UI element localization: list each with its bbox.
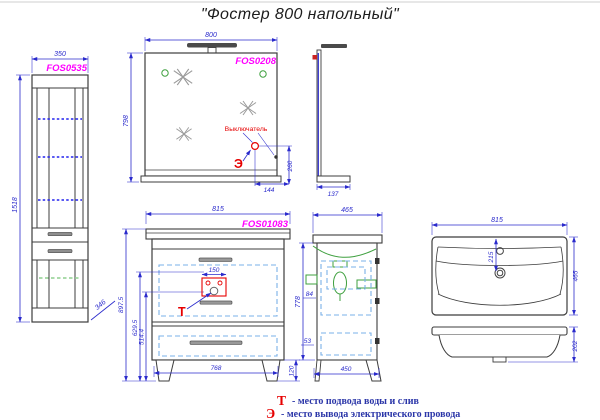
vanity-width-dim: 815	[212, 206, 224, 213]
mirror-height-dim: 798	[123, 115, 130, 127]
mirror-front-view: 800 FOS0208 798 Выключатель Э 260 144	[123, 32, 294, 194]
sink-depth-dim: 465	[573, 270, 580, 281]
vanity-front-view: 815 FOS01083 150 Т 768 120	[118, 206, 300, 382]
switch-label: Выключатель	[225, 126, 268, 133]
water-inlet-hole	[217, 280, 223, 286]
mirror-width-dim: 800	[205, 32, 217, 39]
vanity-drawer-handle	[189, 340, 243, 345]
hinge-mark	[375, 338, 380, 344]
drain-hole-outer	[494, 267, 506, 279]
sink-height-dim: 202	[572, 340, 579, 352]
drain-hole-inner	[496, 269, 504, 277]
cutout-width-dim: 150	[209, 267, 220, 274]
vanity-leg	[155, 359, 175, 382]
lamp-bracket	[207, 47, 217, 54]
drain-stub	[492, 356, 507, 363]
side-dim-b: 53	[304, 338, 312, 345]
height-to-top-dim: 897.5	[118, 296, 125, 313]
cabinet-front-view: 350 1518 346 FOS0535	[12, 51, 116, 323]
cabinet-part-number: FOS0535	[46, 63, 87, 74]
mirror-shelf-side	[316, 175, 351, 183]
vanity-side-view: 465 84 53 778 450	[295, 207, 383, 382]
siphon-plate	[199, 300, 233, 305]
electric-mark: Э	[234, 157, 243, 171]
side-countertop	[312, 234, 383, 244]
inlet-height-dim: 629.5	[132, 319, 139, 336]
side-height-dim: 778	[295, 296, 302, 308]
legend-water-text: - место подвода воды и слив	[292, 396, 420, 407]
mirror-lamp	[187, 43, 237, 48]
mirror-part-number: FOS0208	[235, 56, 276, 67]
vanity-leg	[261, 359, 281, 382]
vanity-countertop	[145, 228, 291, 240]
legend: Т - место подвода воды и слив Э - место …	[266, 393, 460, 420]
sink-bowl-profile	[312, 245, 377, 258]
base-width-dim: 768	[211, 365, 222, 372]
mirror-shelf	[140, 175, 282, 183]
mirror-depth-dim: 137	[328, 191, 339, 198]
mount-hole	[259, 70, 267, 78]
sink-top-view: 815 215 465	[431, 217, 580, 316]
sink-front-view: 202	[431, 326, 579, 363]
sink-width-dim: 815	[491, 217, 503, 224]
hinge-mark	[375, 298, 380, 304]
page-title: "Фостер 800 напольный"	[201, 6, 400, 23]
drain-hole	[209, 286, 219, 296]
mirror-glass	[144, 52, 278, 177]
legend-electric-text: - место вывода электрического провода	[281, 409, 460, 420]
side-dim-a: 84	[306, 291, 314, 298]
leg-height-dim: 120	[289, 365, 296, 376]
drawer-hidden-outline	[320, 332, 372, 356]
drain-height-dim: 514.4	[139, 328, 146, 345]
cabinet-depth-dim: 346	[94, 299, 108, 312]
sink-rim	[431, 326, 568, 336]
side-front-foot	[314, 359, 322, 382]
drawer-hidden-outline	[326, 266, 366, 290]
cabinet-drawer-handle	[47, 249, 73, 254]
water-mark: Т	[178, 305, 186, 319]
vanity-part-number: FOS01083	[242, 219, 289, 230]
fitting-block	[356, 279, 377, 289]
drawer-hidden-outline	[158, 264, 278, 317]
drawer-hidden-outline	[158, 335, 278, 357]
mirror-side-view: 137	[312, 44, 351, 198]
water-inlet-hole	[205, 280, 211, 286]
switch-mark-circle	[251, 142, 260, 151]
sink-bowl	[438, 334, 561, 358]
switch-side-mark	[312, 55, 317, 60]
cabinet-height-dim: 1518	[12, 197, 19, 213]
fitting-block	[305, 274, 318, 285]
legend-electric-mark: Э	[266, 406, 275, 420]
side-depth-bottom-dim: 450	[341, 366, 352, 373]
lamp-arm	[321, 44, 347, 48]
vanity-drawer-handle	[198, 257, 233, 262]
cabinet-width-dim: 350	[54, 51, 66, 58]
mount-hole	[161, 69, 169, 77]
legend-water-mark: Т	[277, 393, 286, 408]
switch-down-dim: 260	[287, 160, 294, 172]
hinge-mark	[375, 258, 380, 264]
side-depth-top-dim: 465	[341, 207, 353, 214]
wire-outlet-dot	[274, 155, 278, 159]
switch-right-dim: 144	[264, 187, 275, 194]
drain-offset-dim: 215	[488, 251, 495, 263]
water-supply-box	[201, 277, 227, 297]
cabinet-drawer-handle	[47, 232, 73, 237]
drawer-hidden-outline	[320, 260, 372, 316]
